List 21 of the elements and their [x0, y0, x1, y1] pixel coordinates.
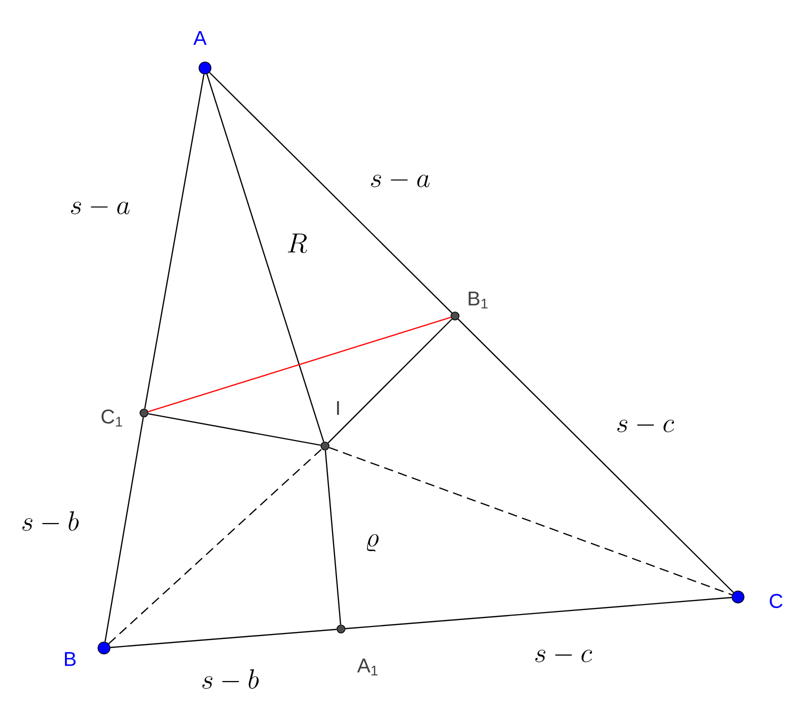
length-label: $s-b$ — [202, 669, 259, 689]
length-label: $\varrho$ — [367, 534, 379, 552]
length-label: $s-a$ — [371, 174, 430, 188]
line-segment — [209, 72, 452, 314]
line-segment — [458, 318, 734, 593]
length-label: $s-b$ — [22, 511, 79, 531]
line-segment — [148, 316, 451, 412]
line-segment — [328, 318, 452, 444]
line-segment — [104, 417, 144, 642]
length-label: $s-c$ — [617, 420, 674, 432]
line-segment — [110, 628, 337, 648]
line-segment — [206, 74, 324, 442]
line-segment — [345, 596, 732, 630]
length-label: $s-a$ — [71, 202, 130, 214]
length-label: $s-c$ — [535, 650, 592, 662]
line-segment — [148, 413, 321, 446]
line-segment — [108, 448, 322, 644]
length-label: $R$ — [288, 234, 308, 254]
line-segment — [324, 450, 342, 625]
line-segment — [144, 74, 204, 409]
line-segment — [328, 446, 732, 596]
